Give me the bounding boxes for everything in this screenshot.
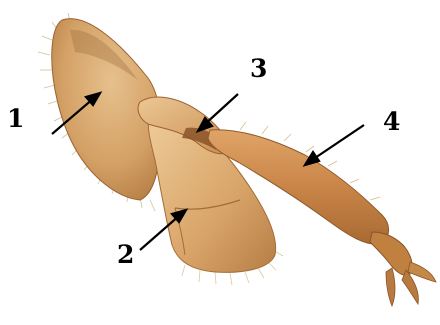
label-2: 2 [117,240,134,269]
arrow-4 [305,125,364,165]
arrow-3 [198,94,238,131]
label-4: 4 [383,107,400,136]
tarsus-claw-3 [386,268,395,306]
label-1: 1 [7,104,24,133]
label-3: 3 [250,54,267,83]
